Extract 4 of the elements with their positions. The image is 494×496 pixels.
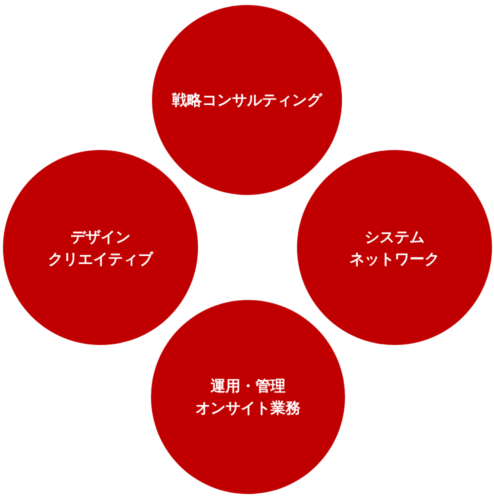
circle-label: 戦略コンサルティング bbox=[172, 90, 322, 111]
circle-label: システムネットワーク bbox=[350, 226, 440, 270]
circle-label: 運用・管理オンサイト業務 bbox=[196, 376, 300, 419]
circle-label: デザインクリエイティブ bbox=[48, 226, 153, 270]
